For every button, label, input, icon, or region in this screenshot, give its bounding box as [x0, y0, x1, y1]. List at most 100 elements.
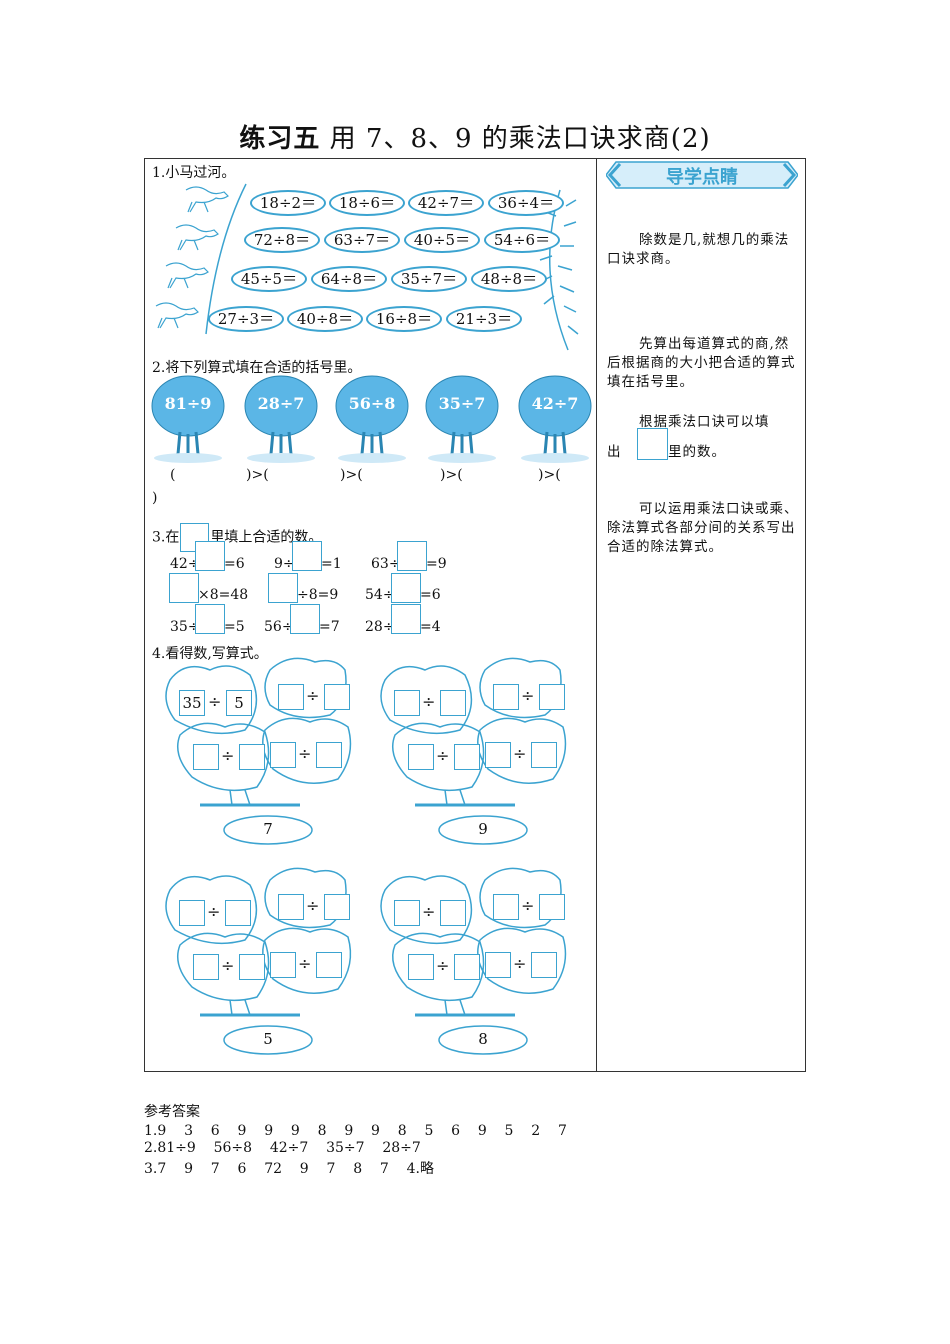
answer-box[interactable]	[316, 952, 342, 978]
q1-expression[interactable]: 18÷2＝	[250, 190, 326, 216]
answer-box[interactable]	[270, 742, 296, 768]
q1-expression[interactable]: 21÷3＝	[446, 306, 522, 332]
q3-text: 35÷	[170, 619, 200, 635]
q1-expression[interactable]: 45÷5＝	[231, 266, 307, 292]
answer-box[interactable]	[193, 954, 219, 980]
q3-text: 63÷	[371, 556, 401, 572]
divide-sign: ÷	[513, 954, 527, 973]
divide-sign: ÷	[436, 746, 450, 765]
answer-box[interactable]	[440, 690, 466, 716]
q1-expression[interactable]: 18÷6＝	[329, 190, 405, 216]
answer-box[interactable]	[179, 900, 205, 926]
answer-box[interactable]	[316, 742, 342, 768]
answer-box[interactable]	[394, 900, 420, 926]
q1-expression[interactable]: 72÷8＝	[244, 227, 320, 253]
q1-expression[interactable]: 64÷8＝	[311, 266, 387, 292]
answer-box[interactable]	[531, 742, 557, 768]
answer-box[interactable]	[270, 952, 296, 978]
answer-box[interactable]	[278, 684, 304, 710]
q3-text: =6	[420, 587, 441, 603]
q3-text: =4	[420, 619, 441, 635]
divide-sign: ÷	[298, 744, 312, 763]
horse-1	[185, 186, 229, 213]
q1-expression[interactable]: 27÷3＝	[208, 306, 284, 332]
q3-text: =6	[224, 556, 245, 572]
q1-expression[interactable]: 40÷8＝	[287, 306, 363, 332]
answer-box[interactable]	[493, 684, 519, 710]
horse-2	[175, 224, 219, 251]
q3-text: 54÷	[365, 587, 395, 603]
answer-box[interactable]	[539, 684, 565, 710]
answer-box[interactable]	[268, 573, 298, 603]
answer-box[interactable]	[440, 900, 466, 926]
answer-box[interactable]	[239, 954, 265, 980]
divide-sign: ÷	[207, 902, 221, 921]
bracket-blank[interactable]: )>(	[246, 467, 269, 483]
horses-illustration	[155, 183, 247, 335]
tree-expression: 28÷7	[257, 394, 305, 413]
divide-sign: ÷	[306, 686, 320, 705]
answer-box[interactable]	[193, 744, 219, 770]
tip-2: 先算出每道算式的商,然后根据商的大小把合适的算式填在括号里。	[607, 336, 796, 390]
answer-box[interactable]	[169, 573, 199, 603]
answer-box[interactable]	[454, 744, 480, 770]
answer-box[interactable]	[195, 541, 225, 571]
answer-box[interactable]	[391, 604, 421, 634]
q1-expression[interactable]: 35÷7＝	[391, 266, 467, 292]
example-dividend: 35	[179, 690, 205, 716]
q3-text: =7	[319, 619, 340, 635]
tree-expression: 42÷7	[531, 394, 579, 413]
tip-3: 根据乘法口诀可以填	[639, 414, 770, 430]
horse-4	[155, 302, 199, 329]
bracket-blank[interactable]: (	[170, 467, 176, 483]
answer-box[interactable]	[408, 954, 434, 980]
q1-expression[interactable]: 63÷7＝	[324, 227, 400, 253]
answer-box[interactable]	[485, 742, 511, 768]
q3-text: ×8=48	[198, 587, 249, 603]
bracket-blank[interactable]: )>(	[440, 467, 463, 483]
answer-box[interactable]	[485, 952, 511, 978]
q1-expression[interactable]: 40÷5＝	[404, 227, 480, 253]
q1-expression[interactable]: 42÷7＝	[408, 190, 484, 216]
divide-sign: ÷	[306, 896, 320, 915]
q2-label: 2.将下列算式填在合适的括号里。	[152, 360, 362, 376]
answer-box[interactable]	[324, 894, 350, 920]
answers-heading: 参考答案	[144, 1104, 200, 1120]
answer-box[interactable]	[397, 541, 427, 571]
answer-box[interactable]	[394, 690, 420, 716]
answer-box[interactable]	[493, 894, 519, 920]
q3-text: 28÷	[365, 619, 395, 635]
tree-5	[518, 375, 592, 463]
bracket-blank[interactable]: )>(	[340, 467, 363, 483]
q1-expression[interactable]: 48÷8＝	[471, 266, 547, 292]
bracket-blank[interactable]: )>(	[538, 467, 561, 483]
answer-box[interactable]	[408, 744, 434, 770]
q4-label: 4.看得数,写算式。	[152, 646, 268, 662]
q1-expression[interactable]: 16÷8＝	[366, 306, 442, 332]
q3-text: 56÷	[264, 619, 294, 635]
answer-box[interactable]	[531, 952, 557, 978]
target-result: 9	[478, 820, 488, 838]
answer-box[interactable]	[239, 744, 265, 770]
answer-box[interactable]	[195, 604, 225, 634]
tree-expression: 81÷9	[164, 394, 212, 413]
tree-2	[244, 375, 318, 463]
tips-header: 导学点睛	[666, 167, 738, 188]
answer-box[interactable]	[539, 894, 565, 920]
page-title: 练习五 用 7、8、9 的乘法口诀求商(2)	[239, 124, 711, 154]
answer-box[interactable]	[454, 954, 480, 980]
q1-expression[interactable]: 54÷6＝	[484, 227, 560, 253]
q4-plants	[165, 657, 567, 1055]
answer-box[interactable]	[278, 894, 304, 920]
q3-text: =9	[426, 556, 447, 572]
answer-box[interactable]	[290, 604, 320, 634]
answer-box[interactable]	[225, 900, 251, 926]
answer-box[interactable]	[391, 573, 421, 603]
answer-box[interactable]	[324, 684, 350, 710]
divide-sign: ÷	[422, 902, 436, 921]
answer-box[interactable]	[292, 541, 322, 571]
answers-line-2: 2.81÷9 56÷8 42÷7 35÷7 28÷7	[144, 1140, 421, 1156]
divide-sign: ÷	[521, 686, 535, 705]
q1-expression[interactable]: 36÷4＝	[488, 190, 564, 216]
tree-1	[151, 375, 225, 463]
